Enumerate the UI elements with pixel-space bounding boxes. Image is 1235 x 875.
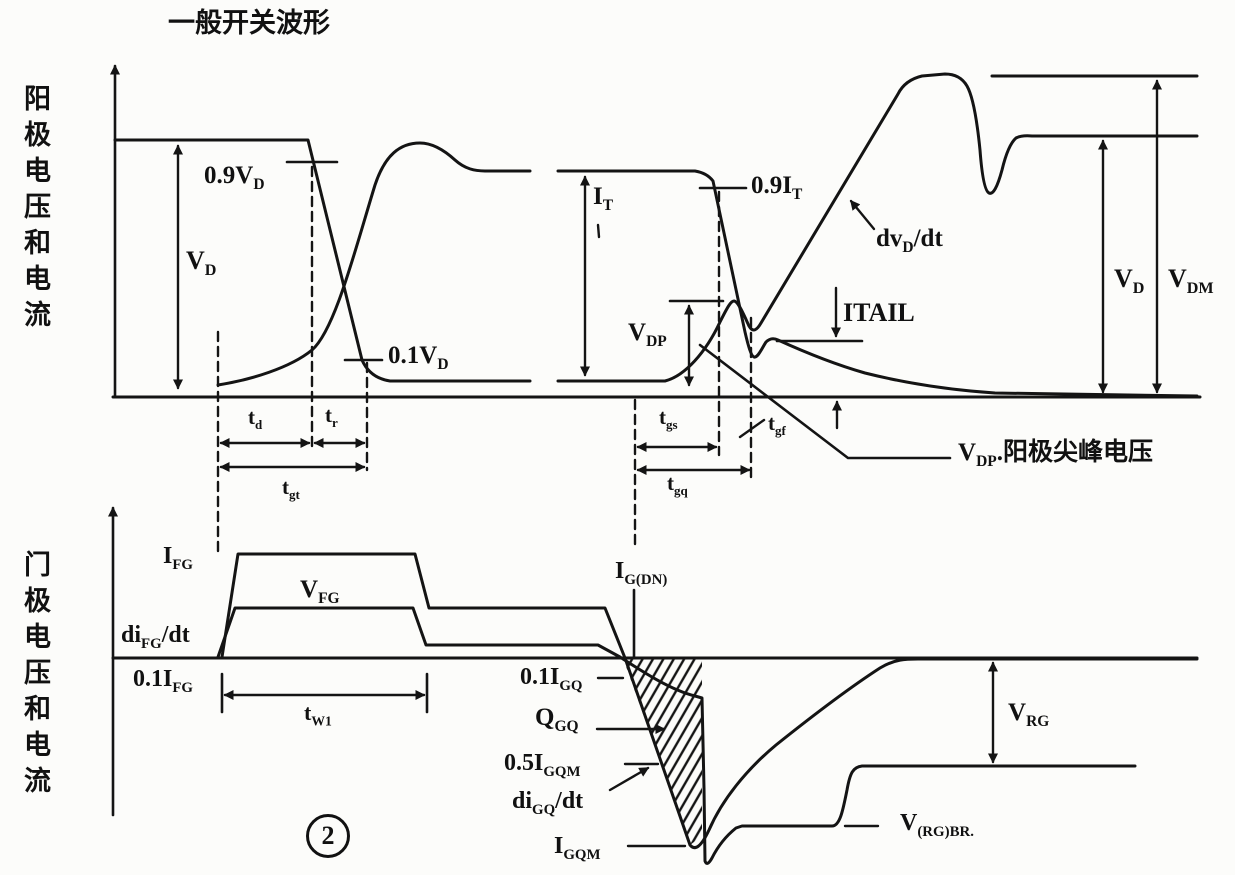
label-itail: ITAIL xyxy=(843,298,915,327)
timing-arrows xyxy=(219,418,766,475)
label-vd-left: VD xyxy=(186,246,217,280)
digqdt-pointer-arrow xyxy=(608,766,650,792)
anode-axis-label: 阳极电压和电流 xyxy=(20,84,50,336)
label-vdp-callout: VDP.阳极尖峰电压 xyxy=(958,439,1153,470)
gate-voltage-waveform xyxy=(216,606,1137,865)
label-td: td xyxy=(248,405,263,433)
label-vdp: VDP xyxy=(628,319,667,350)
anode-voltage-right xyxy=(556,72,1199,383)
label-difgdt: diFG/dt xyxy=(121,622,190,652)
label-tgs: tgs xyxy=(659,405,678,433)
gate-section xyxy=(108,506,1199,865)
dashed-time-lines xyxy=(216,165,753,555)
label-vrg: VRG xyxy=(1008,699,1050,730)
label-digqdt: diGQ/dt xyxy=(512,788,584,818)
label-0.9vd: 0.9VD xyxy=(204,162,265,193)
label-tgq: tgq xyxy=(667,471,688,499)
gate-current-waveform xyxy=(220,552,1199,850)
figure-title: 一般开关波形 xyxy=(168,8,330,38)
label-dvddt: dvD/dt xyxy=(876,225,943,256)
anode-current-right xyxy=(556,169,1199,398)
label-vdm: VDM xyxy=(1168,264,1214,298)
label-tgf: tgf xyxy=(768,411,786,439)
label-it: IT xyxy=(593,183,614,214)
label-tgt: tgt xyxy=(282,475,300,503)
label-0.1igq: 0.1IGQ xyxy=(520,664,583,694)
artifact-mark xyxy=(596,223,601,239)
label-0.1ifg: 0.1IFG xyxy=(133,666,194,696)
gate-axis-label: 门极电压和电流 xyxy=(20,550,50,802)
label-tr: tr xyxy=(325,403,338,431)
label-0.9it: 0.9IT xyxy=(751,172,803,203)
label-ifg: IFG xyxy=(163,543,194,573)
anode-section xyxy=(110,64,1202,555)
tgf-leader-line xyxy=(738,418,766,439)
label-vfg: VFG xyxy=(300,576,340,607)
vdp-callout-line xyxy=(698,343,952,460)
label-0.1vd: 0.1VD xyxy=(388,342,449,373)
label-qgq: QGQ xyxy=(535,704,579,735)
label-igdn: IG(DN) xyxy=(615,558,668,588)
dvdt-pointer-arrow xyxy=(849,199,876,231)
label-0.5igqm: 0.5IGQM xyxy=(504,750,581,780)
label-tw1: tW1 xyxy=(304,700,332,729)
label-vrgbr: V(RG)BR. xyxy=(900,810,974,840)
anode-current-left xyxy=(216,141,532,387)
label-igqm: IGQM xyxy=(554,833,601,863)
label-vd-right: VD xyxy=(1114,264,1145,298)
figure-number-badge: 2 xyxy=(306,814,350,858)
